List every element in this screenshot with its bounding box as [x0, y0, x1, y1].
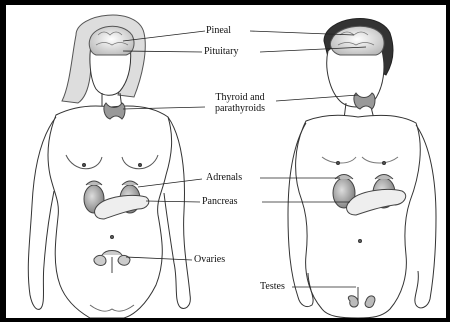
label-pituitary: Pituitary — [204, 46, 238, 57]
female-figure — [28, 15, 190, 318]
label-adrenals: Adrenals — [206, 172, 242, 183]
label-thyroid: Thyroid and parathyroids — [202, 92, 278, 114]
label-pineal: Pineal — [206, 25, 231, 36]
label-thyroid-line2: parathyroids — [202, 103, 278, 114]
label-pancreas: Pancreas — [202, 196, 238, 207]
male-figure — [288, 19, 436, 318]
label-thyroid-line1: Thyroid and — [202, 92, 278, 103]
diagram-canvas: Pineal Pituitary Thyroid and parathyroid… — [6, 5, 446, 318]
female-thyroid-icon — [104, 103, 125, 119]
label-testes: Testes — [260, 281, 285, 292]
label-ovaries: Ovaries — [194, 254, 225, 265]
